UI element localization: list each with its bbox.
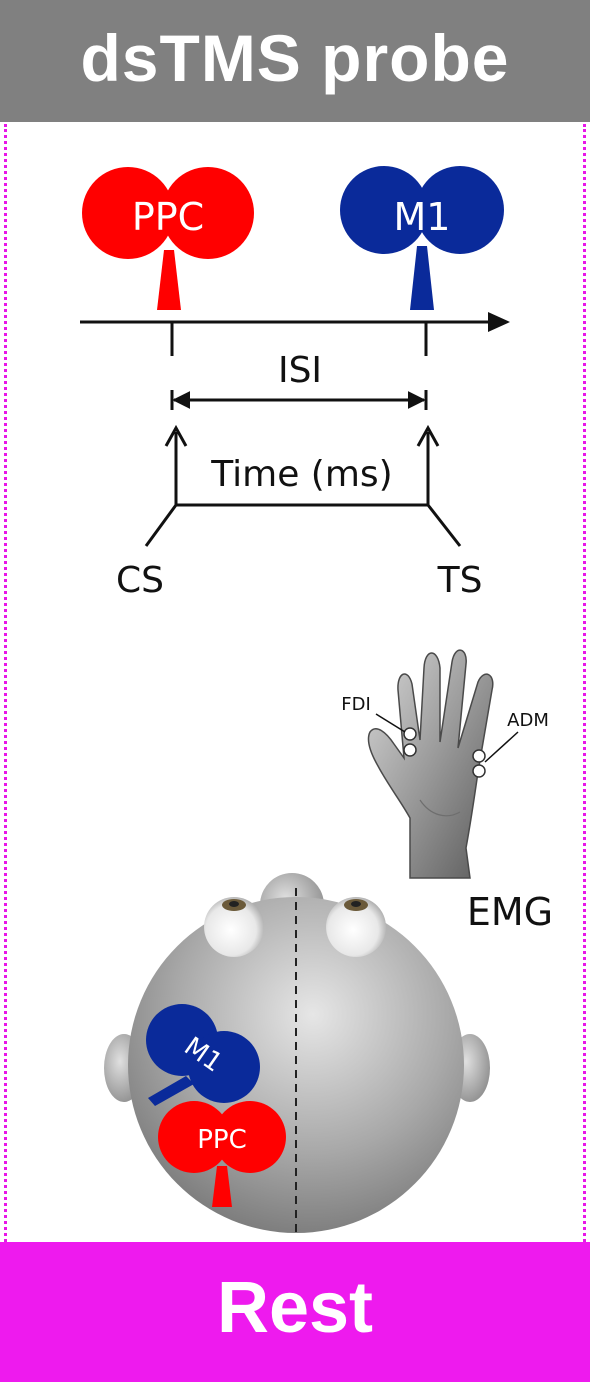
head-m1-coil-icon [146, 1004, 260, 1106]
footer-title: Rest [216, 1268, 374, 1348]
eye-icon [326, 897, 386, 957]
isi-interval-arrow [170, 390, 428, 410]
head-ppc-coil-icon [158, 1101, 286, 1207]
adm-label: ADM [507, 710, 549, 731]
time-axis [80, 312, 510, 356]
header-banner: dsTMS probe [0, 0, 590, 122]
emg-electrode-markers [403, 727, 486, 778]
isi-label: ISI [278, 350, 322, 391]
m1-coil-icon [340, 166, 504, 310]
ppc-coil-icon [82, 167, 254, 310]
m1-coil-label: M1 [394, 195, 451, 239]
content-panel [4, 124, 586, 1242]
electrode-leader-lines [375, 713, 519, 763]
cs-label: CS [116, 560, 164, 601]
ppc-coil-label: PPC [132, 195, 204, 239]
hand-icon [367, 649, 494, 879]
stimulus-pulse-diagram [144, 424, 462, 547]
time-axis-label: Time (ms) [210, 454, 392, 495]
page-title: dsTMS probe [80, 21, 510, 95]
ts-label: TS [437, 560, 483, 601]
fdi-label: FDI [341, 694, 371, 715]
footer-banner: Rest [0, 1242, 590, 1382]
eye-icon [204, 897, 264, 957]
head-ppc-label: PPC [197, 1125, 247, 1155]
emg-label: EMG [467, 890, 553, 934]
